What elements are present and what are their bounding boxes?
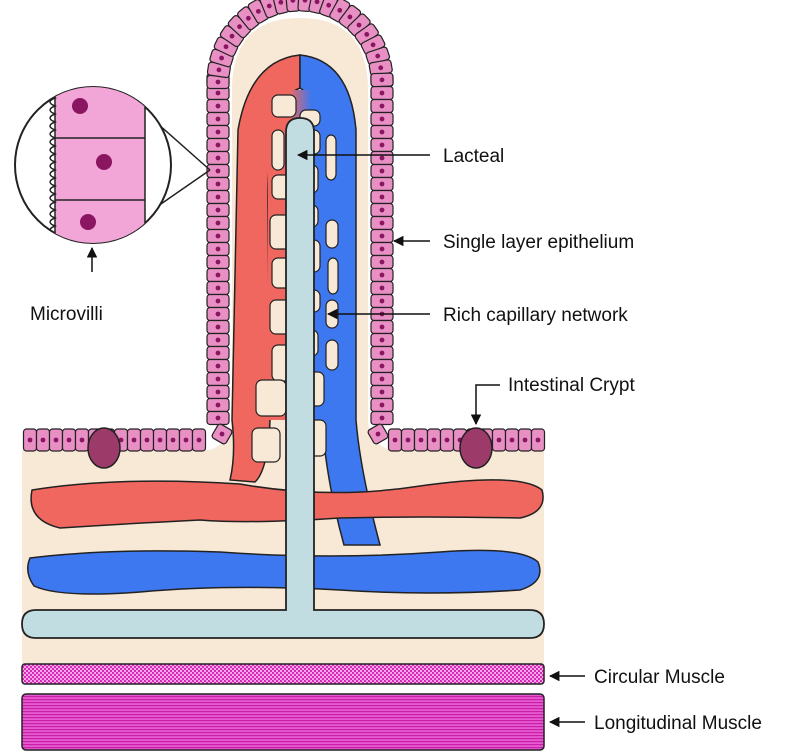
epithelial-cell: [207, 165, 229, 178]
epithelial-cell: [207, 230, 229, 243]
epithelial-cell: [207, 386, 229, 399]
longitudinal-muscle-label: Longitudinal Muscle: [594, 713, 762, 734]
epithelial-cell: [207, 334, 229, 347]
epithelial-cell: [371, 386, 393, 399]
epithelial-cell: [180, 429, 193, 451]
epithelial-cell: [371, 412, 393, 425]
epithelial-cell: [50, 429, 63, 451]
capillary-gap: [328, 258, 338, 294]
capillary-gap: [326, 135, 336, 180]
epithelial-cell: [141, 429, 154, 451]
epithelial-cell: [371, 256, 393, 269]
epithelial-cell: [207, 282, 229, 295]
epithelial-cell: [207, 191, 229, 204]
intestinal-crypt-right: [460, 428, 492, 468]
epithelial-cell: [371, 73, 393, 87]
capillary-gap: [326, 340, 338, 370]
epithelial-cell: [207, 360, 229, 373]
epithelial-cell: [371, 113, 393, 126]
epithelial-cell: [371, 347, 393, 360]
epithelial-cell: [207, 347, 229, 360]
epithelial-cell: [415, 429, 428, 451]
epithelial-cell: [371, 152, 393, 165]
capillary-gap: [256, 380, 286, 416]
epithelial-cell: [519, 429, 532, 451]
epithelial-cell: [371, 360, 393, 373]
epithelial-cell: [371, 243, 393, 256]
epithelial-cell: [207, 256, 229, 269]
epithelial-cell: [207, 321, 229, 334]
epithelial-cell: [371, 87, 393, 100]
epithelial-cell: [207, 269, 229, 282]
epithelial-cell: [207, 139, 229, 152]
epithelial-cell: [493, 429, 506, 451]
epithelial-cell: [371, 399, 393, 412]
epithelial-cell: [207, 308, 229, 321]
epithelial-cell: [506, 429, 519, 451]
epithelial-cell: [24, 429, 37, 451]
capillary-gap: [326, 220, 338, 248]
epithelial-cell: [37, 429, 50, 451]
epithelial-cell: [371, 126, 393, 139]
crypt-arrow: [476, 385, 500, 424]
circular-muscle-label: Circular Muscle: [594, 667, 725, 688]
crypt-label: Intestinal Crypt: [508, 375, 635, 396]
epithelial-cell: [371, 230, 393, 243]
epithelial-cell: [371, 100, 393, 113]
epithelial-cell: [193, 429, 206, 451]
epithelial-cell: [428, 429, 441, 451]
epithelial-cell: [371, 295, 393, 308]
vein-vessel: [28, 550, 540, 594]
epithelial-cell: [371, 321, 393, 334]
epithelial-cell: [441, 429, 454, 451]
epithelial-cell: [371, 217, 393, 230]
intestinal-crypt-left: [88, 428, 120, 468]
epithelial-cell: [167, 429, 180, 451]
lacteal-label: Lacteal: [443, 146, 504, 167]
epithelial-cell: [76, 429, 89, 451]
epithelial-cell: [207, 178, 229, 191]
epithelial-cell: [207, 295, 229, 308]
epithelial-cell: [371, 178, 393, 191]
epithelial-cell: [154, 429, 167, 451]
capillary-gap: [272, 130, 284, 170]
longitudinal-muscle-layer: [22, 694, 544, 750]
epithelial-cell: [207, 373, 229, 386]
epithelial-cell: [371, 204, 393, 217]
capillary-gap: [252, 428, 280, 462]
epithelial-cell: [207, 243, 229, 256]
epithelium-label: Single layer epithelium: [443, 232, 634, 253]
epithelial-cell: [128, 429, 141, 451]
epithelial-cell: [207, 412, 229, 425]
epithelial-cell: [207, 217, 229, 230]
epithelial-cell: [371, 282, 393, 295]
epithelial-cell: [371, 165, 393, 178]
epithelial-cell: [371, 269, 393, 282]
capillary-gap: [272, 95, 296, 117]
epithelial-cell: [207, 399, 229, 412]
circular-muscle-layer: [22, 664, 544, 684]
microvilli-label: Microvilli: [30, 304, 103, 325]
epithelial-cell: [207, 100, 229, 113]
epithelial-cell: [371, 334, 393, 347]
epithelial-cell: [207, 152, 229, 165]
epithelial-cell: [207, 204, 229, 217]
epithelial-cell: [207, 113, 229, 126]
epithelial-cell: [532, 429, 545, 451]
epithelial-cell: [63, 429, 76, 451]
microvilli-magnifier: [15, 78, 210, 258]
epithelial-cell: [371, 139, 393, 152]
epithelial-cell: [389, 429, 402, 451]
epithelial-cell: [207, 126, 229, 139]
epithelial-cell: [402, 429, 415, 451]
epithelial-cell: [371, 191, 393, 204]
capillary-label: Rich capillary network: [443, 305, 628, 326]
epithelial-cell: [371, 373, 393, 386]
